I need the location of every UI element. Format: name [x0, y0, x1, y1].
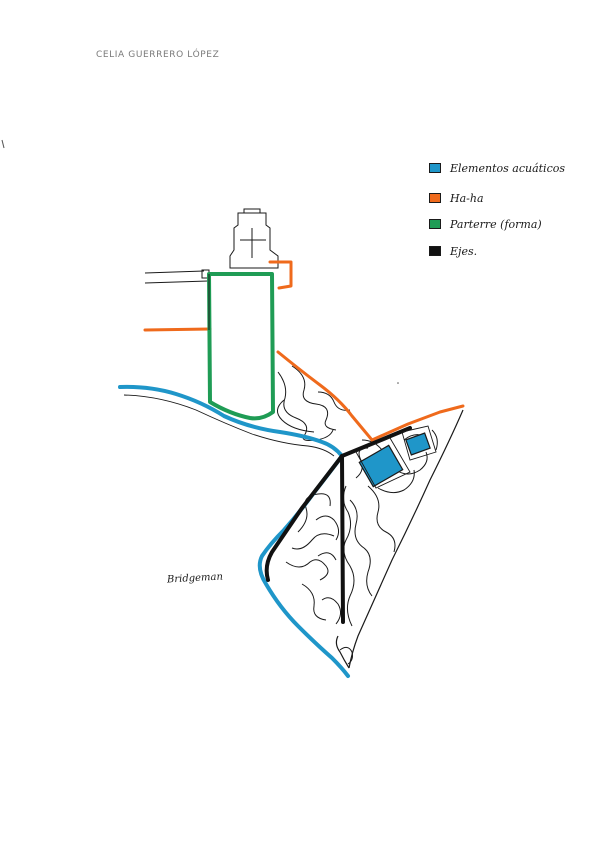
water-swatch-icon — [429, 163, 441, 173]
legend-item-parterre: Parterre (forma) — [429, 216, 542, 232]
legend-item-haha: Ha-ha — [429, 190, 484, 206]
water-elements — [358, 432, 431, 488]
axes — [264, 426, 412, 624]
boundary-lines — [144, 270, 209, 284]
wilderness-paths — [277, 365, 438, 665]
pond-large — [358, 444, 404, 488]
east-boundary — [335, 409, 464, 669]
pond-outlines — [355, 425, 437, 489]
river — [118, 384, 350, 678]
axes-swatch-icon — [429, 246, 441, 256]
author-name: CELIA GUERRERO LÓPEZ — [96, 50, 220, 60]
legend-label-axes: Ejes. — [450, 244, 478, 258]
haha-boundary — [143, 260, 465, 442]
legend-label-haha: Ha-ha — [450, 191, 484, 205]
river-bank — [123, 394, 335, 457]
pencil-dot — [397, 382, 399, 384]
pond-small — [405, 432, 431, 456]
legend-item-water: Elementos acuáticos — [429, 160, 565, 176]
house-outline — [201, 208, 279, 279]
legend-label-water: Elementos acuáticos — [450, 161, 565, 175]
parterre-swatch-icon — [429, 219, 441, 229]
page-mark — [1, 139, 5, 149]
legend-label-parterre: Parterre (forma) — [450, 217, 542, 231]
parterre — [207, 272, 275, 421]
legend-item-axes: Ejes. — [429, 243, 477, 259]
haha-swatch-icon — [429, 193, 441, 203]
